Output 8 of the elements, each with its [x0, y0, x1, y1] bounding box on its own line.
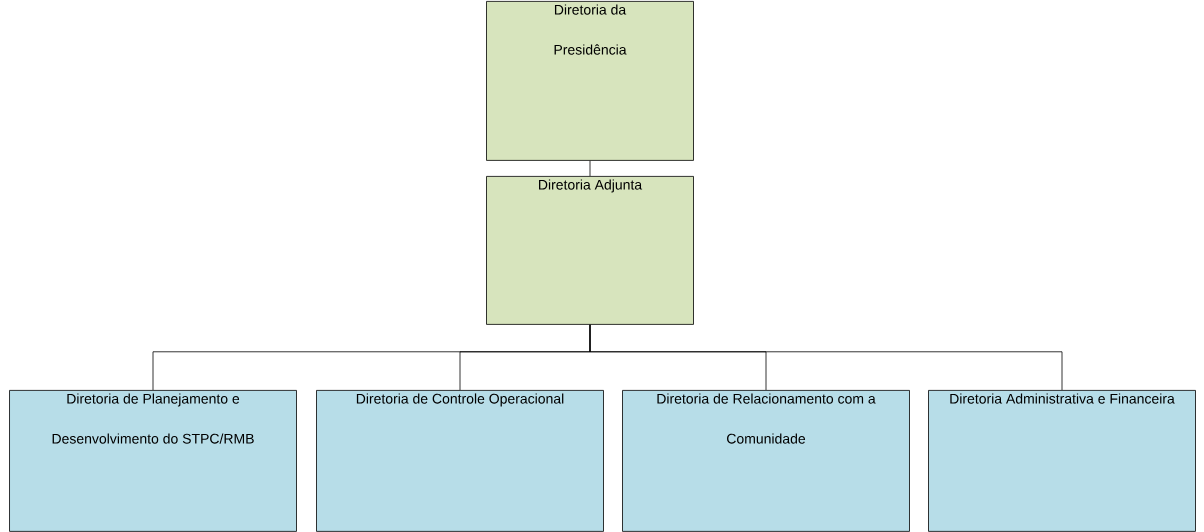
org-box: Diretoria de Relacionamento com a Comunidade	[622, 390, 910, 532]
org-box: Diretoria de Planejamento e Desenvolvimento do STPC/RMB	[9, 390, 297, 532]
org-box: Diretoria Administrativa e Financeira	[928, 390, 1196, 532]
org-box: Diretoria da Presidência	[486, 1, 694, 161]
org-box: Diretoria de Controle Operacional	[316, 390, 604, 532]
org-box: Diretoria Adjunta	[486, 176, 694, 325]
connector-line	[589, 160, 591, 177]
connector-line	[589, 324, 1063, 391]
